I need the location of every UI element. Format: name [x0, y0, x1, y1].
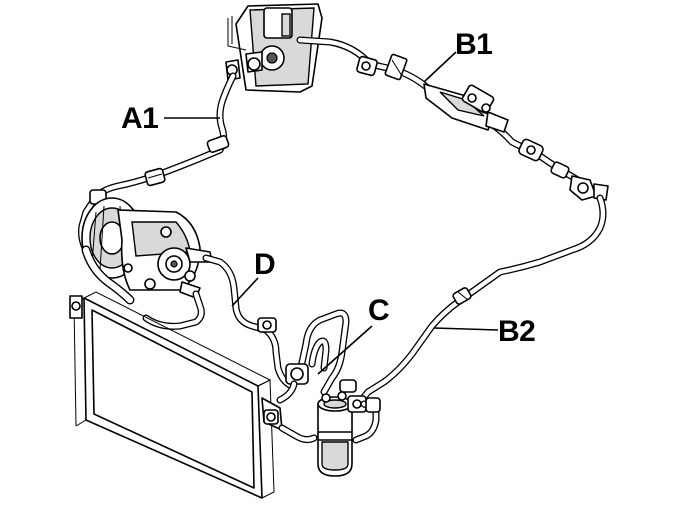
- callout-d: D: [254, 248, 276, 281]
- leader-lines: [164, 51, 499, 375]
- compressor: [81, 197, 213, 299]
- callout-b2: B2: [498, 315, 536, 348]
- condenser: [69, 291, 318, 499]
- line-c: [285, 309, 357, 396]
- line-a1: [78, 72, 237, 254]
- line-b2: [356, 194, 607, 406]
- callout-a1: A1: [121, 102, 159, 135]
- receiver-drier: [317, 391, 381, 477]
- evaporator-unit: [225, 3, 323, 93]
- callout-c: C: [368, 294, 390, 327]
- callout-b1: B1: [455, 28, 493, 61]
- line-d: [81, 245, 296, 390]
- line-b1: [296, 36, 609, 201]
